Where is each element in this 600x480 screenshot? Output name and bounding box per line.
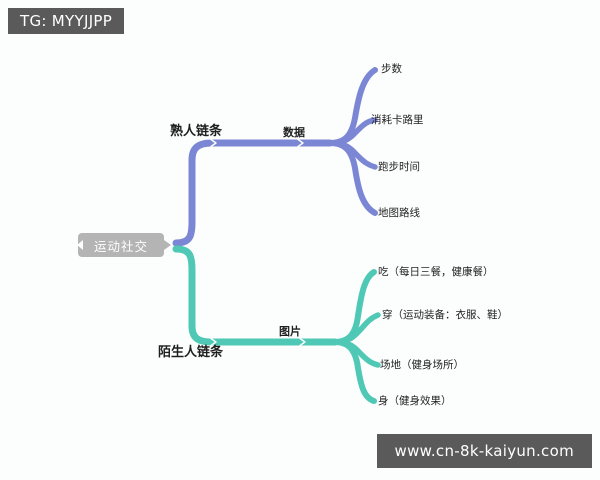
root-node[interactable]: 运动社交 (77, 233, 172, 257)
trunk-arrow-1-purple (210, 138, 217, 148)
sub-label-picture[interactable]: 图片 (279, 325, 301, 338)
leaf-line-green-2 (332, 312, 381, 345)
branch-label-stranger[interactable]: 陌生人链条 (158, 345, 224, 360)
leaf-stranger-1[interactable]: 吃（每日三餐，健康餐） (378, 266, 494, 278)
leaf-acquaintance-4[interactable]: 地图路线 (378, 207, 420, 219)
leaf-stranger-3[interactable]: 场地（健身场所） (380, 359, 464, 371)
leaf-line-green-4 (332, 339, 377, 404)
leaf-line-green-1 (332, 269, 377, 345)
leaf-stranger-4[interactable]: 身（健身效果） (378, 395, 452, 407)
leaf-acquaintance-3[interactable]: 跑步时间 (378, 161, 420, 173)
root-node-label: 运动社交 (94, 238, 149, 254)
branch-trunk-purple (172, 139, 334, 247)
root-notch-left-icon (77, 240, 83, 250)
trunk-arrow-1-green (210, 337, 217, 347)
leaf-line-purple-4 (327, 140, 378, 216)
site-watermark-badge: www.cn-8k-kaiyun.com (376, 434, 592, 468)
root-notch-right-icon (164, 240, 172, 250)
leaf-acquaintance-1[interactable]: 步数 (381, 63, 402, 75)
branch-trunk-green (172, 245, 339, 346)
leaf-stranger-2[interactable]: 穿（运动装备：衣服、鞋） (382, 309, 508, 321)
leaf-acquaintance-2[interactable]: 消耗卡路里 (371, 114, 424, 126)
leaf-line-purple-2 (327, 117, 378, 146)
branch-label-acquaintance[interactable]: 熟人链条 (170, 124, 223, 139)
sub-label-data[interactable]: 数据 (283, 126, 305, 139)
trunk-arrow-2-green (299, 337, 306, 347)
branch-acquaintance (172, 67, 378, 247)
branch-stranger (172, 245, 381, 404)
tg-watermark-badge: TG: MYYJJPP (8, 8, 125, 34)
trunk-arrow-2-purple (297, 138, 304, 148)
